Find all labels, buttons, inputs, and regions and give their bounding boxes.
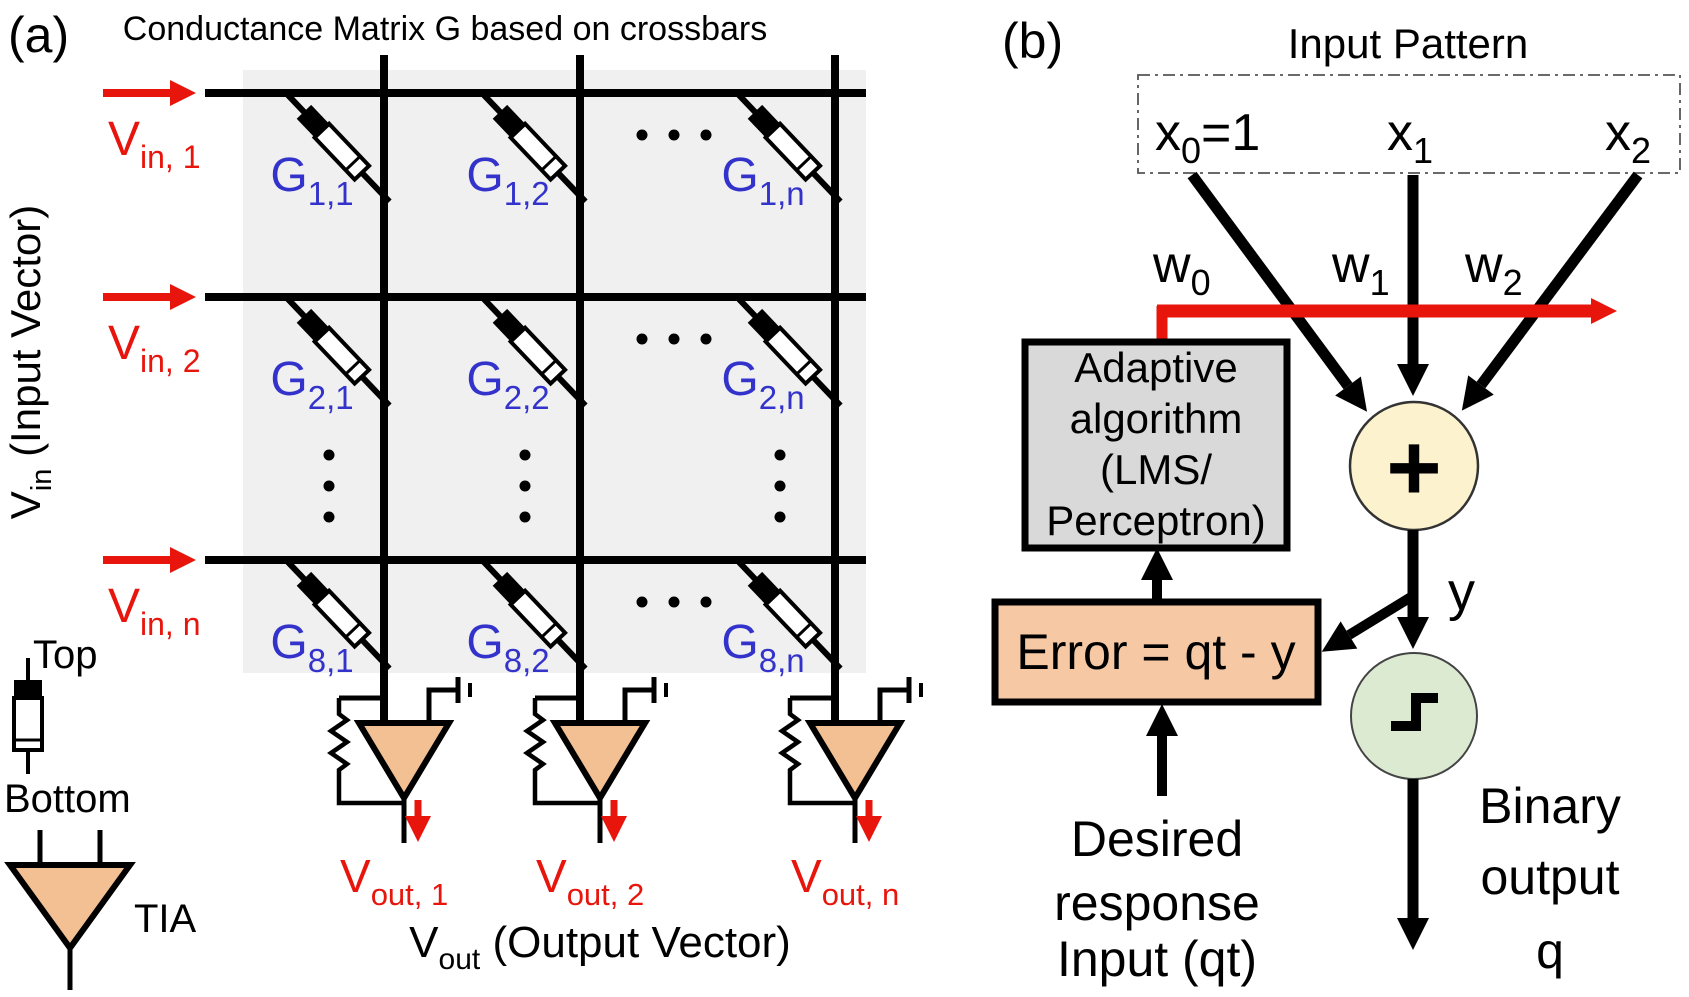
plus-icon: + [1386,415,1441,521]
adaptive-line-1: Adaptive [1074,344,1237,391]
g-label-8-1: G8,1 [270,616,353,679]
adaptive-line-2: algorithm [1070,395,1243,442]
adaptive-line-4: Perceptron) [1046,497,1265,544]
panel-a-label: (a) [8,7,69,63]
tia-legend-icon [4,830,136,990]
input-x2-label: x2 [1605,104,1651,171]
weight-w0-label: w0 [1152,236,1211,303]
binary-line-1: Binary [1479,778,1621,834]
input-pattern-box [1137,74,1681,174]
input-vector-axis-label: Vin (Input Vector) [2,205,58,519]
panel-a: (a) Conductance Matrix G based on crossb… [2,7,921,990]
adaptive-algorithm-box [1021,338,1291,552]
g-label-1-n: G1,n [721,149,804,212]
vout-label-2: Vout, 2 [536,850,644,912]
adaptive-line-3: (LMS/ [1100,446,1212,493]
binary-line-3: q [1536,923,1564,979]
g-label-2-2: G2,2 [466,353,549,416]
vout-label-1: Vout, 1 [340,850,448,912]
g-label-8-n: G8,n [721,616,804,679]
output-vector-axis-label: Vout (Output Vector) [409,918,791,976]
conductance-labels: G1,1 G1,2 G1,n G2,1 G2,2 G2,n G8,1 G8,2 … [270,149,804,679]
weight-update-arrow [1156,298,1617,340]
weight-w2-label: w2 [1464,236,1523,303]
step-function-icon [1391,693,1438,731]
vin-label-1: Vin, 1 [108,113,201,175]
input-arrows [1187,171,1643,412]
vout-label-n: Vout, n [791,850,899,912]
vin-arrows [103,80,196,573]
g-label-8-2: G8,2 [466,616,549,679]
g-label-2-1: G2,1 [270,353,353,416]
legend-top-label: Top [33,633,98,677]
error-box [991,598,1322,706]
vin-label-n: Vin, n [108,580,201,642]
binary-line-2: output [1480,849,1619,905]
g-label-1-2: G1,2 [466,149,549,212]
g-label-2-n: G2,n [721,353,804,416]
panel-b-label: (b) [1002,13,1063,69]
input-pattern-title: Input Pattern [1288,20,1529,67]
desired-line-2: response [1054,875,1260,931]
crossbar-column-lines [380,55,839,723]
legend-tia-label: TIA [134,897,197,941]
y-label: y [1448,562,1475,622]
input-x0-label: x0=1 [1155,104,1260,171]
g-label-1-1: G1,1 [270,149,353,212]
weight-w1-label: w1 [1331,236,1390,303]
y-to-error-arrow [1321,592,1414,652]
error-box-text: Error = qt - y [1016,624,1295,680]
memristor-legend-icon [12,658,44,774]
desired-line-3: Input (qt) [1057,931,1257,987]
legend-bottom-label: Bottom [4,777,131,821]
vin-label-2: Vin, 2 [108,317,201,379]
panel-b: (b) Input Pattern x0=1 x1 x2 w0 w1 w2 Ad… [991,13,1681,987]
desired-line-1: Desired [1071,811,1243,867]
crossbar-row-lines [205,89,866,564]
legend: Top Bottom TIA [4,633,197,990]
input-x1-label: x1 [1387,104,1433,171]
panel-a-title: Conductance Matrix G based on crossbars [123,10,767,48]
